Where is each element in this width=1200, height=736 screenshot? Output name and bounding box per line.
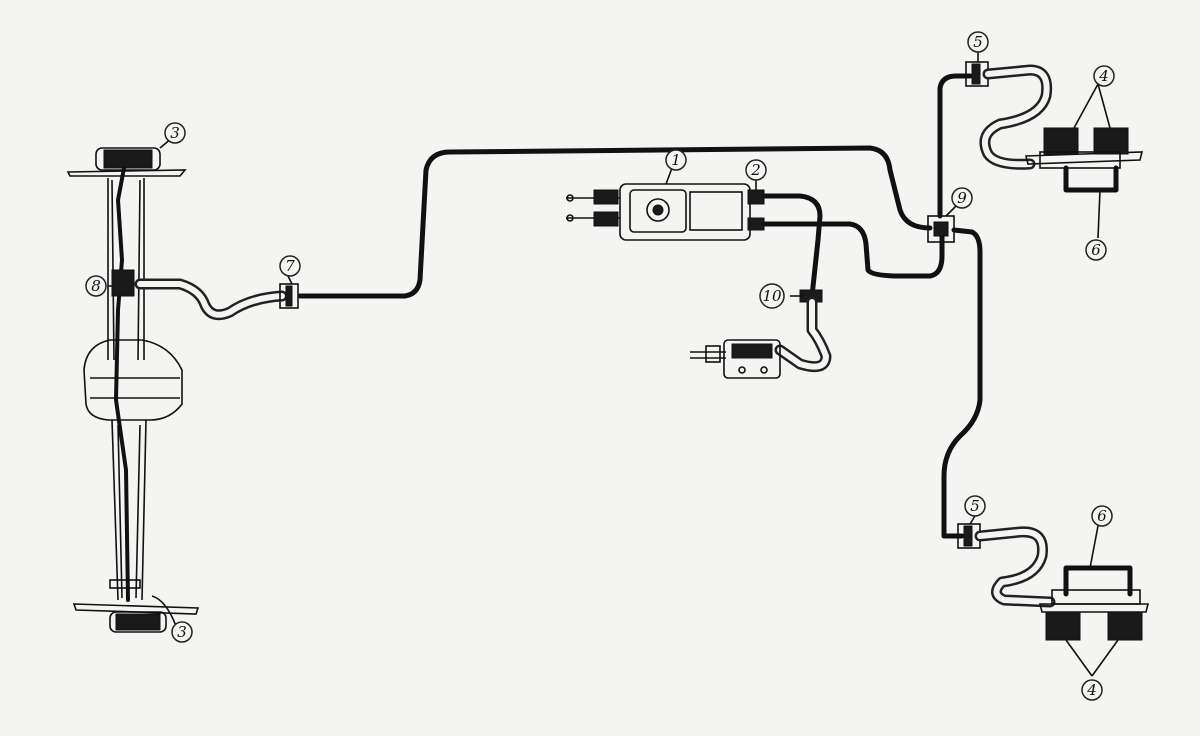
line-tee-to-front-lower [941,227,983,539]
callout-1: 1 [665,149,687,171]
callout-label: 1 [671,151,681,169]
rear-top-brake-drum [95,147,161,171]
callout-label: 3 [170,124,180,142]
pressure-regulator [690,289,832,379]
differential-housing [83,339,183,421]
rear-axle [66,147,200,633]
callout-5-lower: 5 [964,495,986,517]
master-cylinder [566,183,765,241]
rear-flex-hose [134,278,299,321]
main-brake-line-rear [297,145,933,299]
leader-lines [108,48,1119,677]
pushrod-boot-upper [593,189,619,205]
callout-4-lower: 4 [1081,679,1103,701]
axle-tube-lower [111,419,147,601]
rear-bottom-wheel-cylinder [115,613,161,631]
callout-6-upper: 6 [1085,239,1107,261]
callout-label: 4 [1098,67,1109,85]
rear-tee-fitting [111,269,135,297]
master-cylinder-body [619,183,751,241]
callout-3-bottom: 3 [171,621,193,643]
callout-label: 9 [957,189,967,207]
line-tee-to-front-upper [937,73,973,219]
callout-10: 10 [759,283,785,309]
callout-label: 10 [762,287,782,305]
callout-label: 2 [750,161,761,179]
rear-bottom-backing-plate [72,603,200,615]
callout-3-top: 3 [164,122,186,144]
callout-8: 8 [85,275,107,297]
callout-label: 5 [973,33,983,51]
front-lower-caliper-right [1107,611,1143,641]
callout-label: 6 [1097,507,1107,525]
differential-ribs [90,377,180,399]
front-lower-caliper-left [1045,611,1081,641]
callout-label: 3 [177,623,187,641]
front-upper-caliper-left [1043,127,1079,155]
callout-2: 2 [745,159,767,181]
reservoir [629,189,687,233]
axle-clip [109,579,141,589]
callout-labels: 3 8 7 1 2 9 10 5 4 6 5 6 4 3 [85,31,1115,701]
reservoir-cap [646,198,670,222]
line-mc-to-stoplight-switch [761,193,823,299]
callout-label: 7 [285,257,295,275]
front-upper-wheel [965,61,1144,193]
front-upper-bridge-pipe-6 [1063,165,1119,193]
line-mc-to-tee [761,221,945,279]
regulator-body [723,339,781,379]
axle-tube-upper [107,178,145,360]
callout-label: 5 [970,497,980,515]
rear-top-wheel-cylinder [103,149,153,169]
pushrod-boot-lower [593,211,619,227]
callout-7: 7 [279,255,301,277]
callout-label: 4 [1086,681,1097,699]
front-lower-backing-plate [1038,603,1150,613]
rear-bottom-brake-drum [109,611,167,633]
axle-tube-lower-inner [117,424,141,599]
rear-axle-brake-line [114,166,130,602]
callout-label: 6 [1091,241,1101,259]
callout-4-upper: 4 [1093,65,1115,87]
rear-top-backing-plate [66,169,187,177]
callout-6-lower: 6 [1091,505,1113,527]
callout-label: 8 [91,277,101,295]
front-lower-bridge-pipe-6 [1063,565,1133,597]
callout-9: 9 [951,187,973,209]
outlet-fitting-front [747,189,765,205]
front-lower-wheel [957,523,1150,641]
callout-5-upper: 5 [967,31,989,53]
front-upper-caliper-right [1093,127,1129,155]
